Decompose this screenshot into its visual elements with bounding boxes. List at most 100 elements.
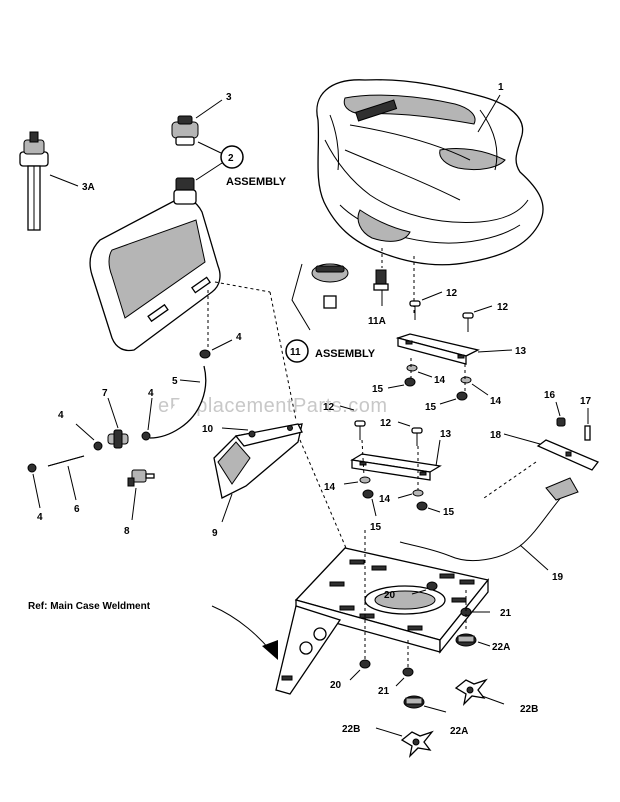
leader-p22b1 — [481, 695, 505, 705]
fuel-filter-7 — [107, 429, 129, 449]
leader-p6 — [67, 465, 77, 501]
dash-tank-right — [214, 281, 271, 293]
leader-p4b — [147, 397, 153, 431]
label-part-17: 17 — [580, 396, 592, 407]
bolt-12-upper-right — [462, 312, 474, 332]
leader-p4d — [32, 473, 41, 509]
nut-20a — [426, 581, 438, 591]
leader-p4c — [75, 423, 95, 441]
bracket-18 — [536, 439, 600, 471]
label-part-20b: 20 — [330, 680, 342, 691]
label-part-13b: 13 — [440, 429, 452, 440]
clamp-4-b — [141, 431, 151, 441]
label-part-3a: 3A — [82, 182, 95, 193]
leader-p21b — [395, 677, 405, 687]
label-part-4d: 4 — [37, 512, 43, 523]
leader-p12b — [473, 305, 493, 313]
screw-17 — [584, 425, 591, 441]
tank-tray-9 — [213, 423, 303, 499]
label-part-16: 16 — [544, 390, 556, 401]
assembly-11-text: ASSEMBLY — [315, 348, 376, 360]
washer-14a — [406, 364, 418, 372]
nut-21b — [402, 667, 414, 677]
label-part-8: 8 — [124, 526, 130, 537]
bolt-12-upper-left — [409, 300, 421, 320]
nut-15c — [362, 489, 374, 499]
label-part-19: 19 — [552, 572, 564, 583]
label-part-4b: 4 — [148, 388, 154, 399]
nut-15d — [416, 501, 428, 511]
dash-bracket-18 — [483, 461, 537, 499]
assembly-2-circle — [220, 145, 244, 169]
leader-p8 — [131, 487, 137, 521]
leader-p22a1 — [477, 641, 491, 647]
label-part-21b: 21 — [378, 686, 390, 697]
leader-p13b — [435, 439, 441, 467]
fuel-hose-5 — [149, 365, 207, 439]
leader-p13a — [477, 349, 513, 353]
reference-arrow-head — [262, 640, 278, 660]
leader-p16 — [555, 401, 561, 417]
leader-p15a — [387, 384, 405, 389]
leader-p18 — [503, 433, 541, 445]
assembly-2-number: 2 — [228, 153, 234, 164]
label-part-6: 6 — [74, 504, 80, 515]
label-part-22b2: 22B — [342, 724, 360, 735]
fuel-tank-illustration — [89, 177, 221, 352]
leader-p12a — [421, 291, 443, 301]
leader-p14a — [417, 371, 433, 378]
assembly-11-circle — [285, 339, 309, 363]
label-part-18: 18 — [490, 430, 502, 441]
main-case-weldment — [275, 547, 490, 695]
seat-illustration — [316, 79, 544, 266]
fuel-hose-6-inner — [47, 455, 85, 467]
knob-22b-right — [454, 678, 488, 706]
label-part-22b1: 22B — [520, 704, 538, 715]
label-part-15a: 15 — [372, 384, 384, 395]
knob-22a-upper — [455, 633, 477, 647]
leader-p9 — [221, 493, 233, 523]
assembly-2-text: ASSEMBLY — [226, 176, 287, 188]
label-part-14d: 14 — [379, 494, 391, 505]
label-part-12a: 12 — [446, 288, 458, 299]
assembly-2-callout: 2 ASSEMBLY — [195, 141, 287, 188]
leader-p14b — [471, 383, 489, 396]
pickup-tube-illustration — [19, 131, 49, 231]
label-part-10: 10 — [202, 424, 214, 435]
nut-15b — [456, 391, 468, 401]
cable-19 — [399, 477, 579, 562]
label-part-4a: 4 — [236, 332, 242, 343]
assembly-11-callout: 11 ASSEMBLY — [285, 339, 376, 363]
label-part-5: 5 — [172, 376, 178, 387]
clamp-4-d — [27, 463, 37, 473]
leader-p20a — [411, 589, 427, 595]
watermark-text: eReplacementParts.com — [158, 395, 387, 417]
leader-p20b — [349, 669, 361, 681]
leader-p4a — [211, 339, 233, 351]
seat-bracket-13-lower — [350, 453, 442, 481]
screw-16 — [556, 417, 566, 427]
label-part-15c: 15 — [370, 522, 382, 533]
leader-p12c — [339, 405, 355, 411]
label-part-22a2: 22A — [450, 726, 468, 737]
washer-14b — [460, 376, 472, 384]
leader-p14d — [397, 493, 413, 499]
dash-tank-down — [269, 291, 297, 421]
leader-p22a2 — [423, 705, 447, 713]
label-part-7: 7 — [102, 388, 108, 399]
seat-bracket-13-upper — [395, 333, 480, 365]
leader-p15d — [427, 507, 441, 513]
seat-switch-illustration — [311, 263, 389, 309]
reference-label: Ref: Main Case Weldment — [28, 601, 151, 612]
clamp-4-c — [93, 441, 103, 451]
assembly-11-number: 11 — [290, 347, 301, 358]
label-part-14c: 14 — [324, 482, 336, 493]
washer-14c — [359, 476, 371, 484]
label-part-1: 1 — [498, 82, 504, 93]
label-part-22a1: 22A — [492, 642, 510, 653]
label-part-14a: 14 — [434, 375, 446, 386]
leader-p1 — [477, 94, 501, 133]
label-part-14b: 14 — [490, 396, 502, 407]
washer-14d — [412, 489, 424, 497]
